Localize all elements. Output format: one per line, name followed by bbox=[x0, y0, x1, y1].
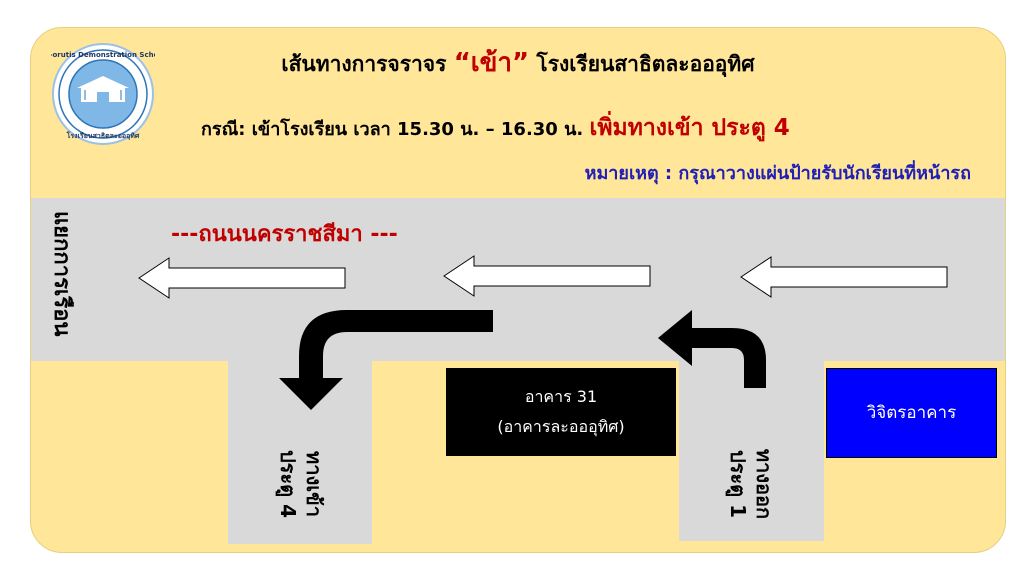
diagram-subtitle: กรณี: เข้าโรงเรียน เวลา 15.30 น. – 16.30… bbox=[201, 110, 790, 146]
gate-4-label: ทางเข้า ประตู 4 bbox=[275, 424, 327, 544]
subtitle-text: กรณี: เข้าโรงเรียน เวลา 15.30 น. – 16.30… bbox=[201, 119, 590, 140]
gate-1-label: ทางออก ประตู 1 bbox=[725, 424, 777, 544]
gate-4-line1: ทางเข้า bbox=[302, 451, 326, 517]
logo-text-thai: โรงเรียนสาธิตละอออุทิศ bbox=[66, 131, 140, 140]
building-31: อาคาร 31 (อาคารละอออุทิศ) bbox=[446, 368, 676, 456]
gate-1-line2: ประตู 1 bbox=[726, 449, 750, 519]
building-31-name: อาคาร 31 bbox=[524, 387, 598, 406]
street-name: ---ถนนนครราชสีมา --- bbox=[171, 222, 398, 247]
building-31-subname: (อาคารละอออุทิศ) bbox=[497, 417, 625, 436]
intersection-label: แยกการเรือน bbox=[48, 211, 74, 336]
exit-arrow-gate-1 bbox=[658, 310, 766, 388]
turn-arrow-gate-4 bbox=[279, 310, 493, 410]
title-suffix: โรงเรียนสาธิตละอออุทิศ bbox=[529, 52, 755, 76]
gate-4-line2: ประตู 4 bbox=[276, 449, 300, 519]
intersection-text: แยกการเรือน bbox=[49, 211, 74, 337]
traffic-arrow-middle bbox=[443, 255, 651, 297]
gate-1-line1: ทางออก bbox=[752, 448, 776, 520]
building-vijit-name: วิจิตรอาคาร bbox=[866, 403, 957, 423]
traffic-arrow-left bbox=[138, 257, 346, 299]
diagram-board: La-orutis Demonstration School โรงเรียนส… bbox=[30, 27, 1006, 553]
traffic-arrow-right bbox=[740, 256, 948, 298]
subtitle-highlight: เพิ่มทางเข้า ประตู 4 bbox=[589, 115, 790, 141]
logo-text: La-orutis Demonstration School bbox=[51, 51, 155, 59]
note-text: หมายเหตุ : กรุณาวางแผ่นป้ายรับนักเรียนที… bbox=[584, 163, 971, 184]
title-highlight: “เข้า” bbox=[453, 48, 530, 78]
gate-1-driveway bbox=[679, 361, 824, 541]
building-vijit: วิจิตรอาคาร bbox=[826, 368, 997, 458]
title-prefix: เส้นทางการจราจร bbox=[281, 52, 454, 76]
diagram-title: เส้นทางการจราจร “เข้า” โรงเรียนสาธิตละออ… bbox=[31, 42, 1005, 83]
school-logo: La-orutis Demonstration School โรงเรียนส… bbox=[51, 43, 155, 145]
